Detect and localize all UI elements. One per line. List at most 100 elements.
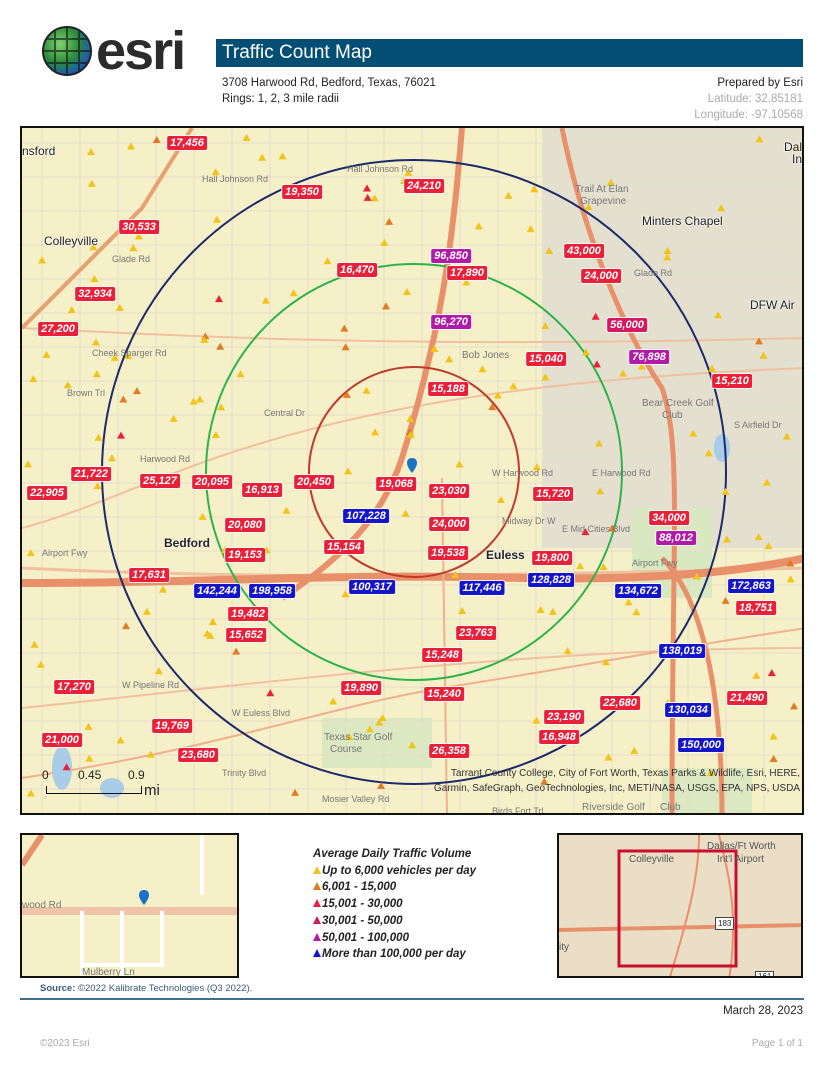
traffic-count-label[interactable]: 21,490	[727, 691, 767, 705]
traffic-point-icon[interactable]	[371, 428, 380, 436]
traffic-count-label[interactable]: 172,863	[728, 579, 774, 593]
traffic-count-label[interactable]: 17,631	[129, 568, 169, 582]
traffic-point-icon[interactable]	[619, 369, 628, 377]
traffic-point-icon[interactable]	[548, 607, 557, 615]
traffic-point-icon[interactable]	[754, 533, 763, 541]
traffic-point-icon[interactable]	[126, 142, 135, 150]
traffic-point-icon[interactable]	[24, 460, 33, 468]
traffic-point-icon[interactable]	[624, 598, 633, 606]
traffic-point-icon[interactable]	[592, 360, 601, 368]
traffic-point-icon[interactable]	[84, 722, 93, 730]
traffic-point-icon[interactable]	[323, 257, 332, 265]
traffic-point-icon[interactable]	[381, 302, 390, 310]
traffic-point-icon[interactable]	[282, 506, 291, 514]
traffic-point-icon[interactable]	[94, 433, 103, 441]
traffic-point-icon[interactable]	[129, 244, 138, 252]
traffic-point-icon[interactable]	[532, 463, 541, 471]
traffic-count-label[interactable]: 30,533	[119, 220, 159, 234]
traffic-point-icon[interactable]	[340, 324, 349, 332]
traffic-point-icon[interactable]	[365, 725, 374, 733]
traffic-point-icon[interactable]	[121, 622, 130, 630]
traffic-count-label[interactable]: 56,000	[607, 318, 647, 332]
traffic-point-icon[interactable]	[362, 386, 371, 394]
traffic-point-icon[interactable]	[663, 253, 672, 261]
traffic-point-icon[interactable]	[445, 355, 454, 363]
traffic-point-icon[interactable]	[266, 689, 275, 697]
traffic-point-icon[interactable]	[545, 246, 554, 254]
traffic-point-icon[interactable]	[132, 387, 141, 395]
traffic-point-icon[interactable]	[124, 351, 133, 359]
traffic-point-icon[interactable]	[146, 750, 155, 758]
traffic-point-icon[interactable]	[344, 467, 353, 475]
traffic-point-icon[interactable]	[591, 312, 600, 320]
traffic-point-icon[interactable]	[385, 217, 394, 225]
traffic-point-icon[interactable]	[401, 509, 410, 517]
traffic-point-icon[interactable]	[159, 585, 168, 593]
traffic-point-icon[interactable]	[408, 741, 417, 749]
traffic-point-icon[interactable]	[599, 562, 608, 570]
traffic-point-icon[interactable]	[85, 754, 94, 762]
traffic-point-icon[interactable]	[329, 697, 338, 705]
traffic-point-icon[interactable]	[504, 191, 513, 199]
traffic-point-icon[interactable]	[92, 370, 101, 378]
traffic-count-label[interactable]: 24,000	[429, 517, 469, 531]
traffic-point-icon[interactable]	[216, 342, 225, 350]
traffic-point-icon[interactable]	[375, 718, 384, 726]
traffic-count-label[interactable]: 19,538	[428, 546, 468, 560]
traffic-point-icon[interactable]	[370, 194, 379, 202]
traffic-count-label[interactable]: 15,248	[422, 648, 462, 662]
traffic-count-label[interactable]: 17,270	[54, 680, 94, 694]
traffic-count-label[interactable]: 25,127	[140, 474, 180, 488]
traffic-point-icon[interactable]	[90, 275, 99, 283]
traffic-count-label[interactable]: 19,068	[376, 477, 416, 491]
traffic-point-icon[interactable]	[563, 647, 572, 655]
traffic-point-icon[interactable]	[169, 414, 178, 422]
traffic-point-icon[interactable]	[704, 449, 713, 457]
traffic-point-icon[interactable]	[378, 714, 387, 722]
traffic-point-icon[interactable]	[637, 362, 646, 370]
traffic-point-icon[interactable]	[26, 789, 35, 797]
traffic-point-icon[interactable]	[541, 373, 550, 381]
traffic-point-icon[interactable]	[87, 179, 96, 187]
traffic-point-icon[interactable]	[214, 295, 223, 303]
traffic-point-icon[interactable]	[706, 769, 715, 777]
traffic-point-icon[interactable]	[211, 430, 220, 438]
traffic-point-icon[interactable]	[722, 535, 731, 543]
traffic-count-label[interactable]: 19,482	[228, 607, 268, 621]
traffic-point-icon[interactable]	[203, 629, 212, 637]
traffic-point-icon[interactable]	[211, 168, 220, 176]
traffic-point-icon[interactable]	[576, 562, 585, 570]
traffic-count-label[interactable]: 21,000	[42, 733, 82, 747]
traffic-point-icon[interactable]	[242, 134, 251, 142]
traffic-point-icon[interactable]	[107, 454, 116, 462]
traffic-count-label[interactable]: 198,958	[249, 584, 295, 598]
traffic-point-icon[interactable]	[236, 370, 245, 378]
traffic-point-icon[interactable]	[789, 702, 798, 710]
traffic-count-label[interactable]: 21,722	[71, 467, 111, 481]
traffic-point-icon[interactable]	[606, 178, 615, 186]
traffic-count-label[interactable]: 96,270	[431, 315, 471, 329]
traffic-point-icon[interactable]	[792, 143, 801, 151]
traffic-point-icon[interactable]	[509, 382, 518, 390]
traffic-point-icon[interactable]	[663, 247, 672, 255]
traffic-point-icon[interactable]	[752, 671, 761, 679]
traffic-point-icon[interactable]	[363, 193, 372, 201]
traffic-point-icon[interactable]	[200, 335, 209, 343]
traffic-point-icon[interactable]	[67, 306, 76, 314]
traffic-point-icon[interactable]	[714, 311, 723, 319]
traffic-count-label[interactable]: 142,244	[194, 584, 240, 598]
traffic-point-icon[interactable]	[540, 777, 549, 785]
traffic-point-icon[interactable]	[541, 322, 550, 330]
traffic-count-label[interactable]: 138,019	[659, 644, 705, 658]
traffic-count-label[interactable]: 15,720	[533, 487, 573, 501]
traffic-point-icon[interactable]	[152, 135, 161, 143]
traffic-point-icon[interactable]	[63, 381, 72, 389]
traffic-count-label[interactable]: 20,095	[192, 475, 232, 489]
traffic-point-icon[interactable]	[406, 430, 415, 438]
traffic-point-icon[interactable]	[341, 343, 350, 351]
traffic-count-label[interactable]: 32,934	[75, 287, 115, 301]
traffic-point-icon[interactable]	[526, 225, 535, 233]
traffic-point-icon[interactable]	[376, 781, 385, 789]
traffic-point-icon[interactable]	[30, 640, 39, 648]
traffic-point-icon[interactable]	[707, 364, 716, 372]
